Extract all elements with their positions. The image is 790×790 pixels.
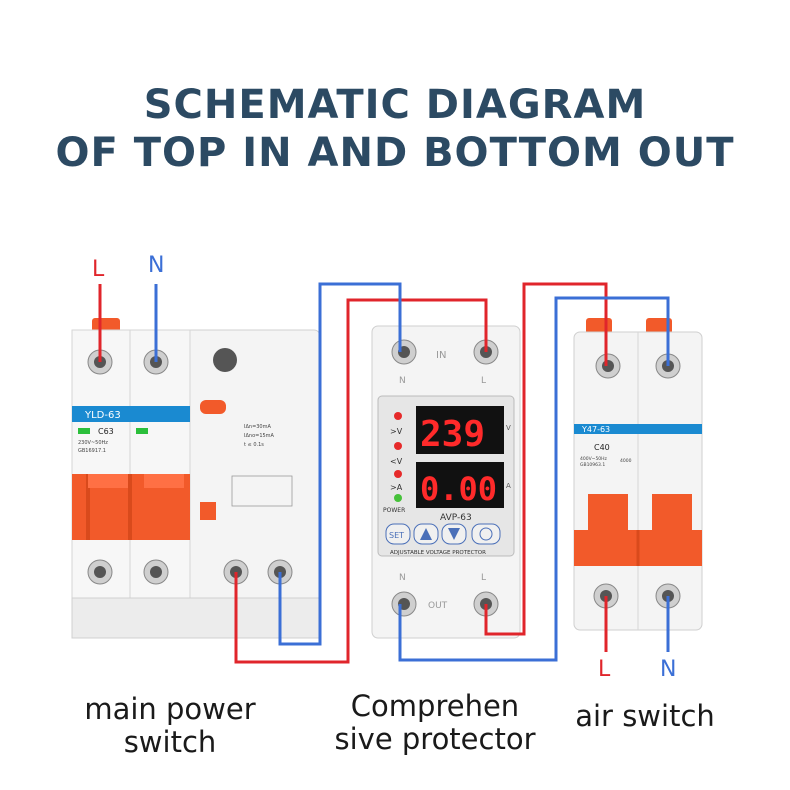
prot-bottom-l: L xyxy=(481,573,486,583)
label-n-bottom: N xyxy=(660,657,676,682)
power-label: POWER xyxy=(383,507,405,514)
main-power-switch: YLD-63 C63 230V~50Hz GB16917.1 IΔn=30mA … xyxy=(71,318,321,639)
air-switch-code: 4000 xyxy=(620,458,632,464)
main-switch-rating: C63 xyxy=(98,427,114,436)
caption-protector: Comprehen sive protector xyxy=(320,690,550,756)
label-l-top: L xyxy=(92,257,105,282)
air-switch-rating: C40 xyxy=(594,443,610,452)
main-switch-model: YLD-63 xyxy=(84,410,121,421)
leakage-spec-3: t ≤ 0.1s xyxy=(244,442,264,448)
air-switch-spec-2: GB10963.1 xyxy=(580,462,605,468)
main-switch-spec-2: GB16917.1 xyxy=(78,448,106,454)
display-current: 0.00 xyxy=(420,470,497,508)
prot-top-in: IN xyxy=(436,350,446,361)
air-switch: Y47-63 C40 400V~50Hz GB10963.1 4000 xyxy=(573,318,703,631)
title-line-1: SCHEMATIC DIAGRAM xyxy=(143,82,647,128)
ind-over-a: >A xyxy=(390,483,403,492)
neutral-wires xyxy=(154,282,670,662)
voltage-protector: IN N L >V <V >A POWER 239 V 0.00 A AVP-6… xyxy=(371,325,521,639)
caption-main-line-1: main power xyxy=(84,692,256,726)
prot-bottom-n: N xyxy=(399,573,406,583)
leakage-spec-2: IΔno=15mA xyxy=(244,433,275,439)
ind-over-v: >V xyxy=(390,427,403,436)
unit-a: A xyxy=(506,482,511,490)
prot-bottom-out: OUT xyxy=(428,601,448,611)
caption-air-switch: air switch xyxy=(560,700,730,733)
unit-v: V xyxy=(506,424,511,432)
prot-model: AVP-63 xyxy=(440,513,472,523)
caption-air-line-1: air switch xyxy=(575,699,715,733)
prot-footer: ADJUSTABLE VOLTAGE PROTECTOR xyxy=(390,550,486,556)
air-switch-spec-1: 400V~50Hz xyxy=(580,456,608,462)
prot-top-l: L xyxy=(481,376,486,386)
ind-under-v: <V xyxy=(390,457,403,466)
caption-prot-line-1: Comprehen xyxy=(350,689,520,723)
main-switch-spec-1: 230V~50Hz xyxy=(78,440,108,446)
set-button: SET xyxy=(389,531,404,540)
label-n-top: N xyxy=(148,253,164,278)
display-voltage: 239 xyxy=(420,414,485,455)
title-line-2: OF TOP IN AND BOTTOM OUT xyxy=(55,130,735,176)
caption-main-line-2: switch xyxy=(123,725,217,759)
air-switch-model: Y47-63 xyxy=(581,425,610,434)
caption-main-power-switch: main power switch xyxy=(60,693,280,759)
prot-top-n: N xyxy=(399,376,406,386)
caption-prot-line-2: sive protector xyxy=(334,722,536,756)
label-l-bottom: L xyxy=(598,657,611,682)
leakage-spec-1: IΔn=30mA xyxy=(244,424,271,430)
